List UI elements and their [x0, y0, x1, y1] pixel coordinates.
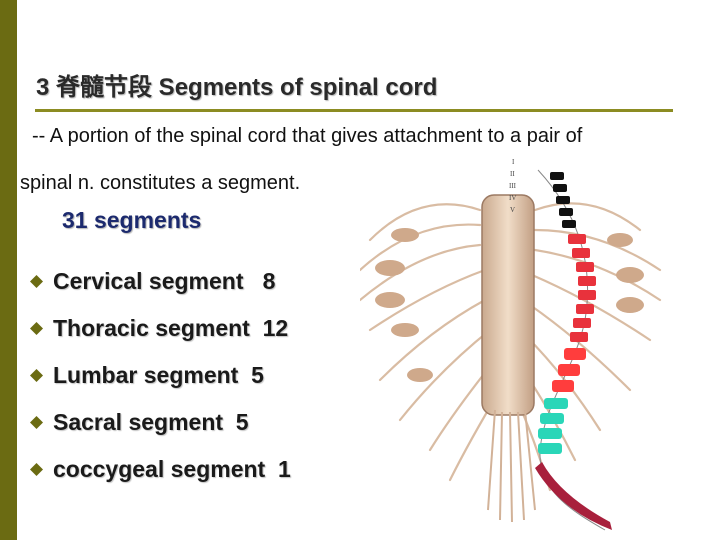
- definition-line-2: spinal n. constitutes a segment.: [20, 172, 301, 194]
- slide-title: 3 脊髓节段 Segments of spinal cord: [36, 74, 438, 101]
- svg-text:III: III: [509, 182, 517, 190]
- diamond-bullet-icon: [30, 275, 43, 288]
- coccygeal-vertebrae: [535, 462, 612, 530]
- cauda-equina: [487, 409, 536, 523]
- lumbar-vertebrae: [552, 348, 586, 392]
- ganglia: [375, 228, 644, 382]
- vertebra-numerals: I II III IV V: [509, 158, 517, 214]
- segment-count-heading: 31 segments: [62, 207, 202, 233]
- svg-text:I: I: [512, 158, 515, 166]
- definition-line-1: -- A portion of the spinal cord that giv…: [32, 125, 583, 147]
- thoracic-vertebrae: [568, 234, 596, 342]
- spinal-cord-illustration: I II III IV V: [360, 158, 662, 531]
- title-underline: [35, 109, 673, 112]
- svg-text:II: II: [510, 170, 515, 178]
- diamond-bullet-icon: [30, 322, 43, 335]
- svg-text:IV: IV: [509, 194, 516, 202]
- list-item-sacral: Sacral segment 5: [30, 399, 291, 446]
- segment-label: Thoracic segment 12: [53, 315, 289, 341]
- list-item-coccygeal: coccygeal segment 1: [30, 446, 291, 493]
- sacral-vertebrae: [538, 398, 568, 454]
- svg-text:V: V: [510, 206, 515, 214]
- list-item-lumbar: Lumbar segment 5: [30, 352, 291, 399]
- cervical-vertebrae: [550, 172, 576, 228]
- accent-bar: [0, 0, 17, 540]
- vertebral-column: [535, 169, 612, 531]
- segment-label: Sacral segment 5: [53, 409, 249, 435]
- list-item-cervical: Cervical segment 8: [30, 258, 291, 305]
- diamond-bullet-icon: [30, 463, 43, 476]
- segment-label: coccygeal segment 1: [53, 456, 291, 482]
- segment-label: Lumbar segment 5: [53, 362, 264, 388]
- list-item-thoracic: Thoracic segment 12: [30, 305, 291, 352]
- diamond-bullet-icon: [30, 369, 43, 382]
- segment-label: Cervical segment 8: [53, 268, 276, 294]
- diamond-bullet-icon: [30, 416, 43, 429]
- spinal-cord: [481, 194, 535, 416]
- segment-list: Cervical segment 8 Thoracic segment 12 L…: [30, 258, 291, 493]
